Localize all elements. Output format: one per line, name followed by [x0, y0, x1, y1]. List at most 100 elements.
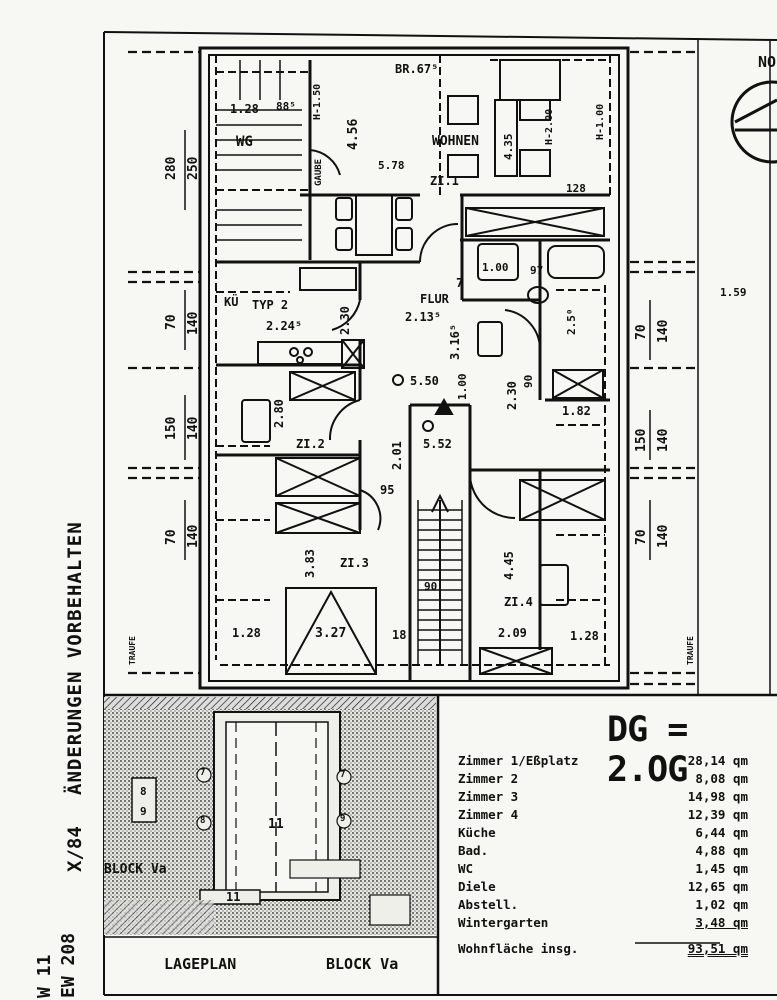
- bathroom-fixtures: [477, 243, 605, 357]
- area-name: Diele: [458, 879, 496, 894]
- margin-dim-left-1: 280: [164, 156, 179, 180]
- margin-dim-right-3: 150: [634, 428, 649, 452]
- label-552: 5.52: [423, 437, 452, 451]
- level-markers: [392, 374, 454, 432]
- label-159: 1.59: [720, 286, 747, 299]
- label-456: 4.56: [346, 118, 361, 150]
- side-code-w: W 11: [34, 954, 55, 998]
- wardrobes: [275, 207, 606, 675]
- label-2245: 2.24⁵: [266, 319, 303, 333]
- label-zi1: ZI.1: [430, 174, 459, 188]
- label-201: 2.01: [390, 441, 404, 470]
- corner-text: NO: [758, 53, 777, 71]
- wg-lines: [216, 60, 302, 241]
- label-97: 97: [530, 264, 544, 277]
- area-row: Zimmer 2 8,08 qm: [458, 770, 748, 788]
- inset-block-label: BLOCK Va: [104, 862, 167, 877]
- area-name: Zimmer 2: [458, 771, 519, 786]
- margin-dim-right-4: 140: [656, 428, 671, 452]
- side-code-x84: X/84: [64, 826, 86, 872]
- area-row: Wintergarten 3,48 qm: [458, 914, 748, 932]
- dining-table: [335, 194, 413, 256]
- label-182: 1.82: [562, 404, 591, 418]
- label-90st: 90: [424, 580, 438, 593]
- label-traufe-right: TRAUFE: [686, 636, 695, 665]
- area-name: Zimmer 3: [458, 789, 519, 804]
- margin-dim-left-8: 140: [186, 524, 201, 548]
- label-100: 1.00: [482, 261, 509, 274]
- label-230b: 2.30: [505, 381, 519, 410]
- label-wg-dim2: 88⁵: [276, 100, 296, 113]
- label-250: 2.5⁰: [565, 308, 578, 336]
- margin-dim-left-3: 70: [164, 314, 179, 330]
- label-zi2: ZI.2: [296, 437, 325, 451]
- area-row: Bad.4,88 qm: [458, 842, 748, 860]
- inset-num-left-top: 8: [140, 785, 147, 798]
- label-flur: FLUR: [420, 292, 449, 306]
- label-zi4: ZI.4: [504, 595, 533, 609]
- area-value: 4,88 qm: [695, 843, 748, 858]
- area-name: Wintergarten: [458, 915, 549, 930]
- beds: [241, 399, 569, 675]
- label-kue: KÜ: [224, 295, 239, 309]
- block-label: BLOCK Va: [326, 955, 399, 973]
- inset-num-c2: 8: [200, 816, 206, 826]
- label-wg-dim: 1.28: [230, 102, 259, 116]
- label-h-right: H-1.00: [595, 103, 606, 140]
- floor-title: DG = 2.OG: [607, 710, 688, 790]
- area-total-name: Wohnfläche insg.: [458, 941, 579, 956]
- label-gaube: GAUBE: [314, 158, 324, 186]
- side-code-ew: EW 208: [58, 932, 79, 998]
- label-90: 90: [522, 374, 535, 388]
- area-row: Zimmer 4 12,39 qm: [458, 806, 748, 824]
- living-furniture: [447, 59, 561, 178]
- area-name: WC: [458, 861, 474, 876]
- label-zi3: ZI.3: [340, 556, 369, 570]
- margin-dim-right-2: 140: [656, 319, 671, 343]
- label-wohnen-dim: 4.35: [502, 133, 515, 161]
- area-name: Zimmer 4: [458, 807, 519, 822]
- lageplan-label: LAGEPLAN: [164, 955, 237, 973]
- area-value: 1,02 qm: [695, 897, 748, 912]
- side-title: ÄNDERUNGEN VORBEHALTEN: [64, 521, 86, 795]
- margin-dim-right-6: 140: [656, 524, 671, 548]
- area-value: 12,39 qm: [687, 807, 748, 822]
- margin-dim-left-7: 70: [164, 529, 179, 545]
- compass-icon: [730, 80, 777, 164]
- area-row: Abstell. 1,02 qm: [458, 896, 748, 914]
- margin-dim-right-1: 70: [634, 324, 649, 340]
- label-280: 2.80: [272, 399, 286, 428]
- margin-dim-left-4: 140: [186, 311, 201, 335]
- label-128-top: 128: [566, 182, 586, 195]
- label-wohnen: WOHNEN: [432, 134, 479, 149]
- margin-dim-left-5: 150: [164, 416, 179, 440]
- label-327: 3.27: [315, 626, 347, 641]
- area-value: 28,14 qm: [687, 753, 748, 768]
- dimension-ticks: [184, 130, 651, 560]
- label-445: 4.45: [502, 551, 516, 580]
- label-95: 95: [380, 483, 395, 497]
- inset-num-left-bot: 9: [140, 805, 147, 818]
- label-h-left: H-1.50: [312, 83, 323, 120]
- area-value: 3,48 qm: [695, 915, 748, 930]
- label-550: 5.50: [410, 374, 439, 388]
- label-230a: 2.30: [338, 306, 352, 335]
- label-7: 7: [456, 276, 464, 290]
- margin-dim-left-6: 140: [186, 416, 201, 440]
- inset-num-c4: 9: [340, 814, 346, 824]
- label-flur-dim: 2.13⁵: [405, 310, 442, 324]
- area-total-row: Wohnfläche insg.93,51 qm: [458, 940, 748, 958]
- margin-dim-left-2: 250: [186, 156, 201, 180]
- site-plan-inset: [104, 697, 436, 935]
- building-walls: [198, 46, 630, 690]
- area-value: 8,08 qm: [695, 771, 748, 786]
- roof-guide-lines: [128, 50, 698, 686]
- label-100b: 1.00: [456, 373, 469, 401]
- area-name: Abstell.: [458, 897, 519, 912]
- area-value: 6,44 qm: [695, 825, 748, 840]
